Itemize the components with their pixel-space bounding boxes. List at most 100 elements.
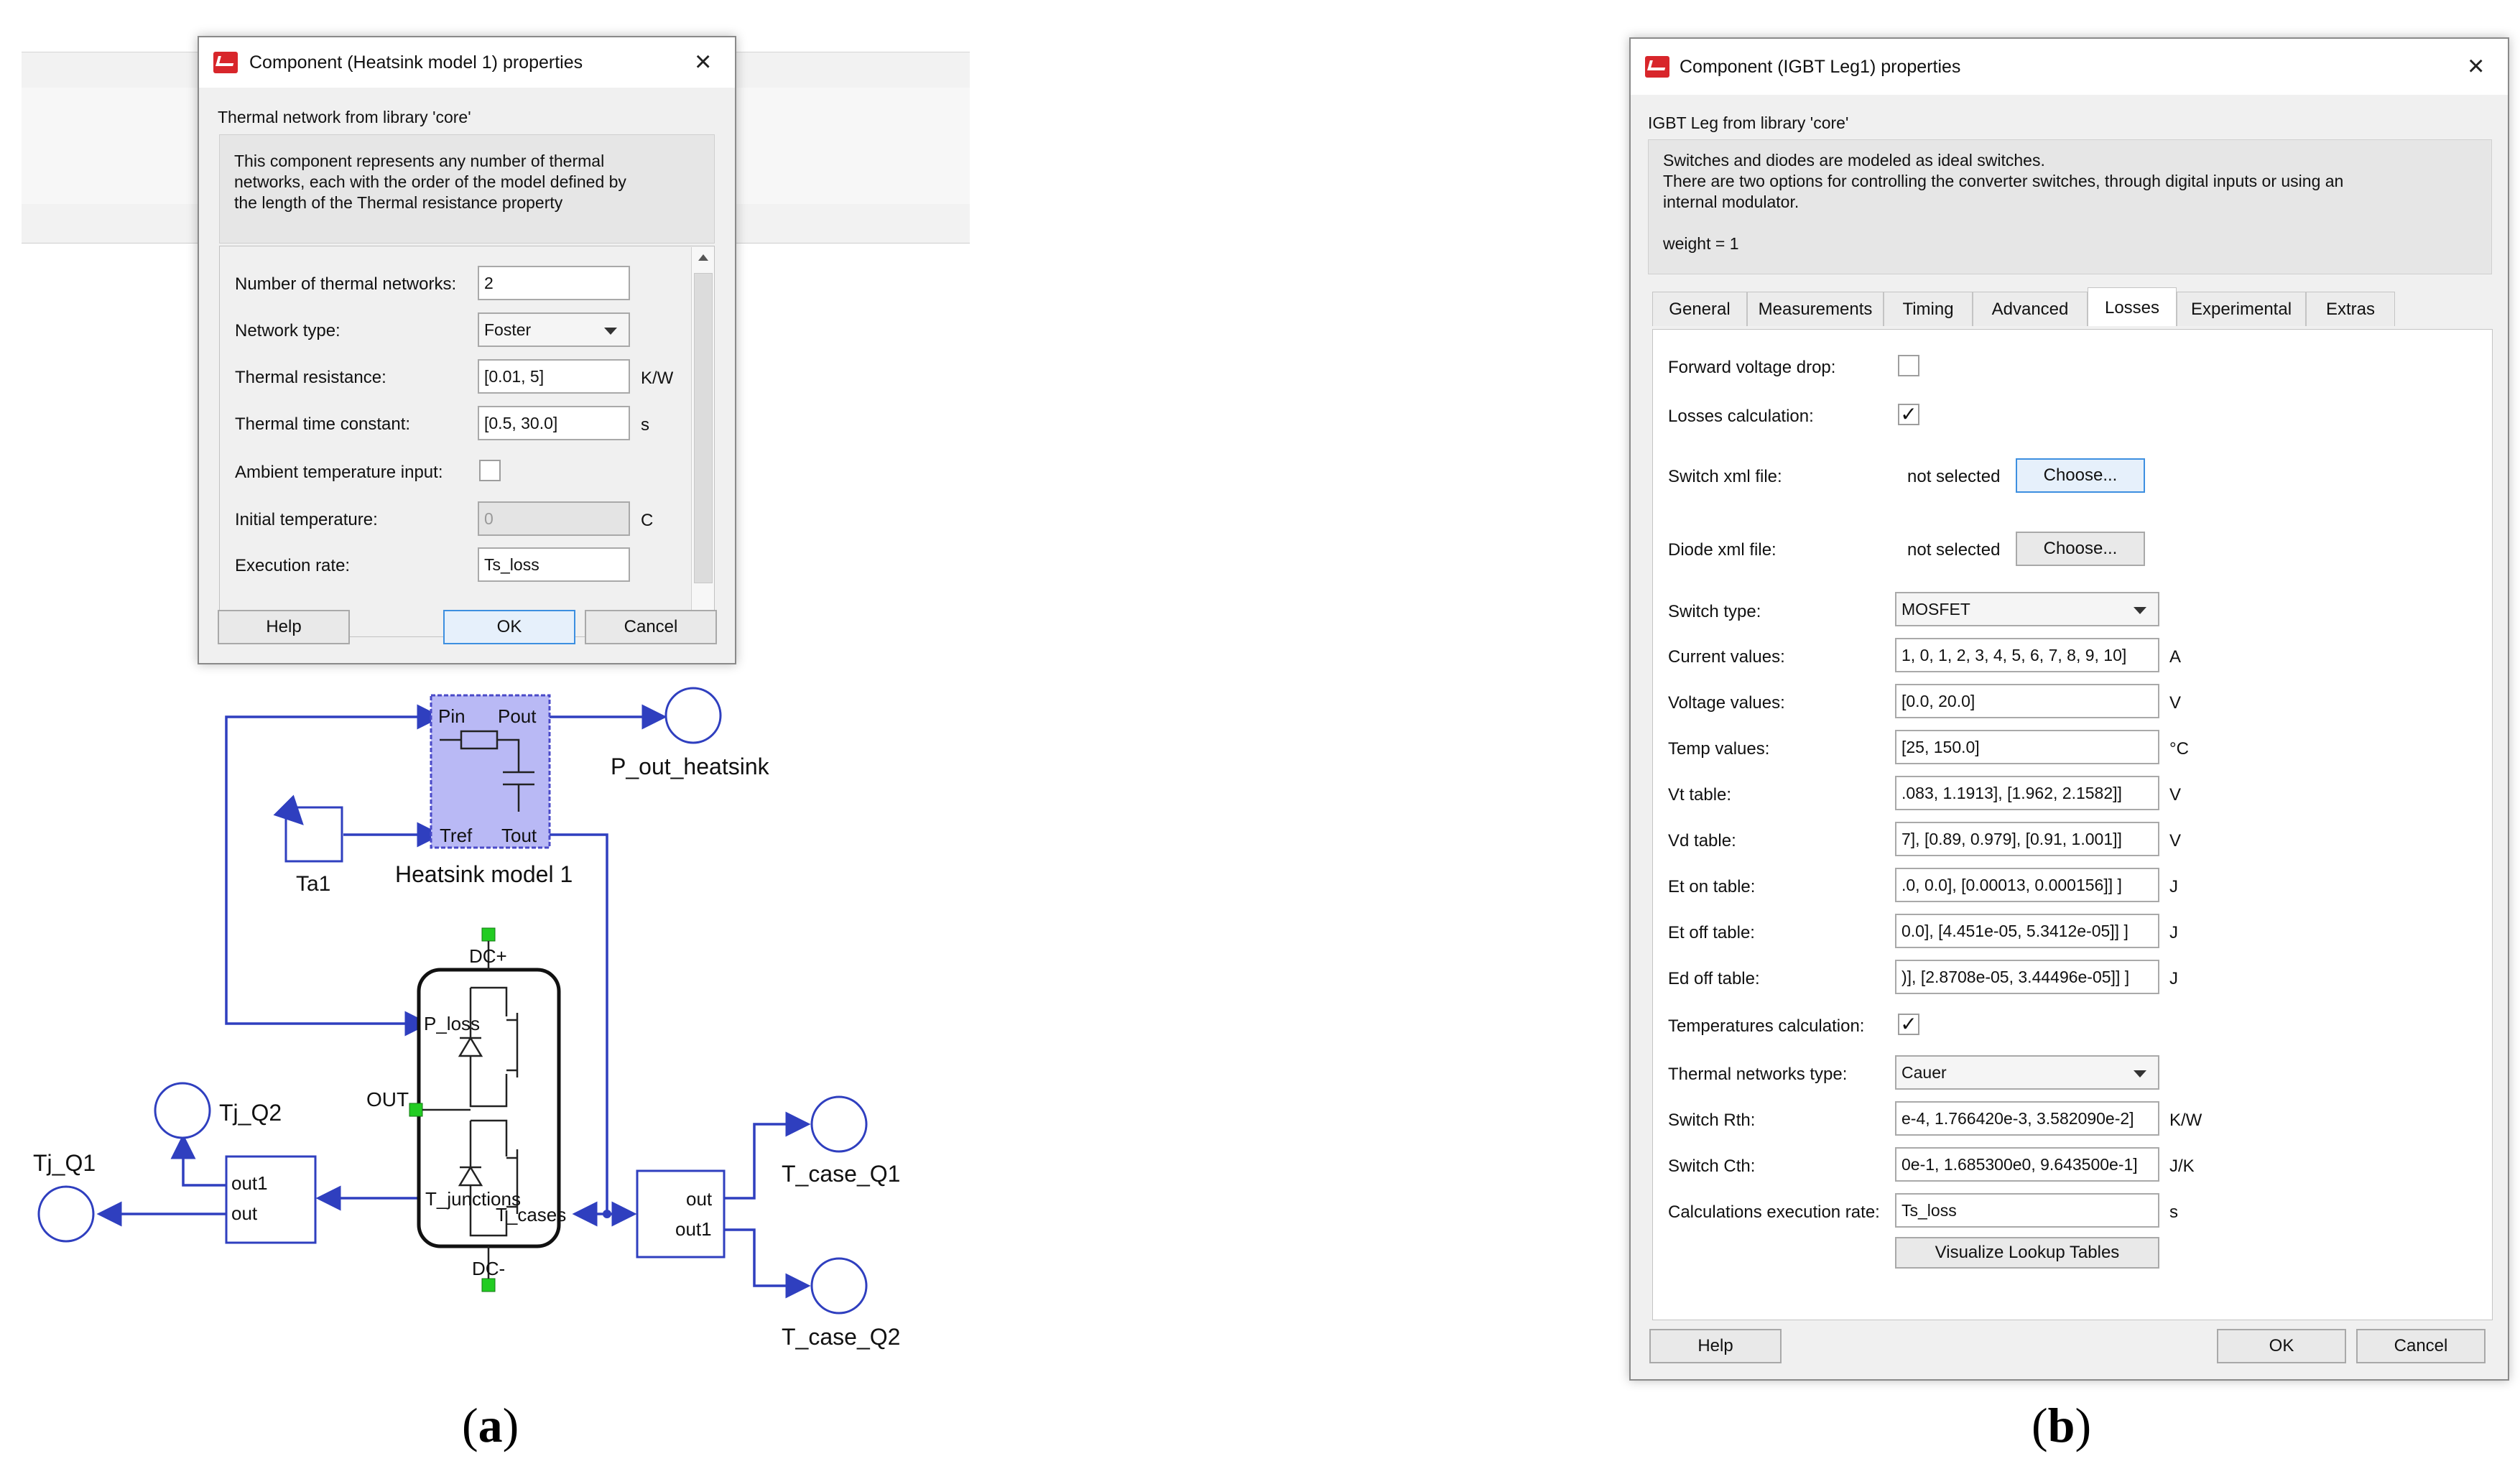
- p-out-heatsink-terminal[interactable]: [664, 687, 722, 744]
- wire: [724, 1228, 811, 1299]
- tab-bar: General Measurements Timing Advanced Los…: [1652, 287, 2493, 330]
- vd-table-input[interactable]: 7], [0.89, 0.979], [0.91, 1.001]]: [1895, 822, 2159, 856]
- parameters-panel: [219, 246, 715, 637]
- tab-experimental[interactable]: Experimental: [2177, 292, 2306, 326]
- thermal-resistance-input[interactable]: [0.01, 5]: [478, 359, 630, 394]
- cancel-button[interactable]: Cancel: [2356, 1329, 2486, 1363]
- ta1-label: Ta1: [296, 872, 330, 896]
- thermal-resistance-unit: K/W: [641, 368, 674, 388]
- t-case-q1-terminal[interactable]: [810, 1095, 868, 1153]
- switch-rth-input[interactable]: e-4, 1.766420e-3, 3.582090e-2]: [1895, 1101, 2159, 1136]
- caption-a-close: ): [502, 1398, 519, 1452]
- calc-rate-label: Calculations execution rate:: [1668, 1202, 1880, 1222]
- help-button[interactable]: Help: [1649, 1329, 1782, 1363]
- cancel-button[interactable]: Cancel: [585, 610, 717, 644]
- app-logo-icon: [213, 52, 238, 73]
- switch-type-select[interactable]: MOSFET: [1895, 592, 2159, 626]
- heatsink-tout-label: Tout: [501, 825, 537, 846]
- thermal-resistance-label: Thermal resistance:: [235, 368, 386, 387]
- right-demux-out1-label: out1: [675, 1218, 712, 1240]
- left-demux-out1-label: out1: [231, 1172, 268, 1194]
- temperatures-calculation-label: Temperatures calculation:: [1668, 1016, 1865, 1036]
- diode-xml-status: not selected: [1907, 540, 2001, 560]
- et-off-table-unit: J: [2169, 923, 2178, 942]
- dialog-title: Component (Heatsink model 1) properties: [249, 52, 583, 73]
- tj-q1-terminal[interactable]: [37, 1185, 95, 1243]
- ambient-input-label: Ambient temperature input:: [235, 463, 443, 482]
- switch-cth-input[interactable]: 0e-1, 1.685300e0, 9.643500e-1]: [1895, 1147, 2159, 1182]
- junction-dot: [603, 1210, 611, 1218]
- voltage-values-input[interactable]: [0.0, 20.0]: [1895, 684, 2159, 718]
- scroll-up-icon[interactable]: [698, 254, 708, 261]
- tab-timing[interactable]: Timing: [1884, 292, 1973, 326]
- ed-off-table-input[interactable]: )], [2.8708e-05, 3.44496e-05]] ]: [1895, 960, 2159, 994]
- dc-plus-label: DC+: [469, 945, 507, 967]
- et-on-table-input[interactable]: .0, 0.0], [0.00013, 0.000156]] ]: [1895, 868, 2159, 902]
- close-icon[interactable]: ×: [695, 46, 712, 78]
- description-line: [1663, 213, 2477, 233]
- thermal-networks-type-select[interactable]: Cauer: [1895, 1055, 2159, 1090]
- et-off-table-label: Et off table:: [1668, 923, 1755, 942]
- current-values-input[interactable]: 1, 0, 1, 2, 3, 4, 5, 6, 7, 8, 9, 10]: [1895, 638, 2159, 672]
- visualize-lookup-tables-button[interactable]: Visualize Lookup Tables: [1895, 1237, 2159, 1269]
- initial-temp-input[interactable]: 0: [478, 501, 630, 536]
- chevron-down-icon: [604, 328, 617, 335]
- time-constant-input[interactable]: [0.5, 30.0]: [478, 406, 630, 440]
- switch-xml-choose-button[interactable]: Choose...: [2016, 458, 2145, 493]
- right-demux-out-label: out: [686, 1188, 713, 1210]
- temperatures-calculation-checkbox[interactable]: ✓: [1898, 1014, 1919, 1035]
- voltage-values-label: Voltage values:: [1668, 693, 1785, 713]
- right-demux-block[interactable]: [636, 1169, 726, 1259]
- switch-wiring: [471, 986, 508, 1016]
- current-values-unit: A: [2169, 647, 2182, 667]
- temp-values-unit: °C: [2169, 739, 2189, 759]
- t-junctions-label: T_junctions: [425, 1188, 521, 1210]
- diode-icon: [458, 1165, 483, 1187]
- vt-table-input[interactable]: .083, 1.1913], [1.962, 2.1582]]: [1895, 776, 2159, 810]
- description-line: There are two options for controlling th…: [1663, 172, 2344, 190]
- network-type-select[interactable]: Foster: [478, 312, 630, 347]
- et-off-table-input[interactable]: 0.0], [4.451e-05, 5.3412e-05]] ]: [1895, 914, 2159, 948]
- calc-rate-unit: s: [2169, 1202, 2178, 1222]
- losses-calculation-checkbox[interactable]: ✓: [1898, 404, 1919, 425]
- switch-cth-label: Switch Cth:: [1668, 1157, 1756, 1176]
- execution-rate-input[interactable]: Ts_loss: [478, 547, 630, 582]
- forward-voltage-drop-checkbox[interactable]: [1898, 355, 1919, 376]
- chevron-down-icon: [2134, 607, 2146, 614]
- tj-q2-terminal[interactable]: [154, 1082, 211, 1139]
- out-port[interactable]: [409, 1103, 423, 1117]
- diode-xml-choose-button[interactable]: Choose...: [2016, 532, 2145, 566]
- t-case-q2-terminal[interactable]: [810, 1257, 868, 1315]
- tab-advanced[interactable]: Advanced: [1973, 292, 2088, 326]
- ambient-input-checkbox[interactable]: [479, 460, 501, 481]
- temp-values-input[interactable]: [25, 150.0]: [1895, 730, 2159, 764]
- voltage-values-unit: V: [2169, 693, 2182, 713]
- description-line: Switches and diodes are modeled as ideal…: [1663, 151, 2045, 170]
- vt-table-label: Vt table:: [1668, 785, 1732, 805]
- forward-voltage-drop-label: Forward voltage drop:: [1668, 358, 1836, 377]
- ok-button[interactable]: OK: [443, 610, 575, 644]
- scroll-thumb[interactable]: [694, 273, 713, 583]
- tab-measurements[interactable]: Measurements: [1747, 292, 1884, 326]
- scrollbar[interactable]: [691, 247, 714, 636]
- caption-a-letter: a: [478, 1398, 503, 1452]
- num-networks-input[interactable]: 2: [478, 266, 630, 300]
- dc-plus-port[interactable]: [481, 927, 496, 942]
- left-demux-block[interactable]: [225, 1155, 317, 1244]
- tab-extras[interactable]: Extras: [2306, 292, 2395, 326]
- tab-losses[interactable]: Losses: [2088, 287, 2177, 326]
- dialog-title: Component (IGBT Leg1) properties: [1680, 57, 1961, 77]
- calc-rate-input[interactable]: Ts_loss: [1895, 1193, 2159, 1228]
- time-constant-unit: s: [641, 415, 649, 435]
- description-line: internal modulator.: [1663, 193, 1799, 211]
- losses-calculation-label: Losses calculation:: [1668, 407, 1814, 426]
- description-line: weight = 1: [1663, 234, 1739, 253]
- ok-button[interactable]: OK: [2217, 1329, 2346, 1363]
- help-button[interactable]: Help: [218, 610, 350, 644]
- dc-minus-port[interactable]: [481, 1278, 496, 1292]
- tab-general[interactable]: General: [1652, 292, 1747, 326]
- close-icon[interactable]: ×: [2468, 50, 2485, 82]
- heatsink-pout-label: Pout: [498, 705, 537, 727]
- switch-xml-status: not selected: [1907, 467, 2001, 486]
- vd-table-unit: V: [2169, 831, 2182, 850]
